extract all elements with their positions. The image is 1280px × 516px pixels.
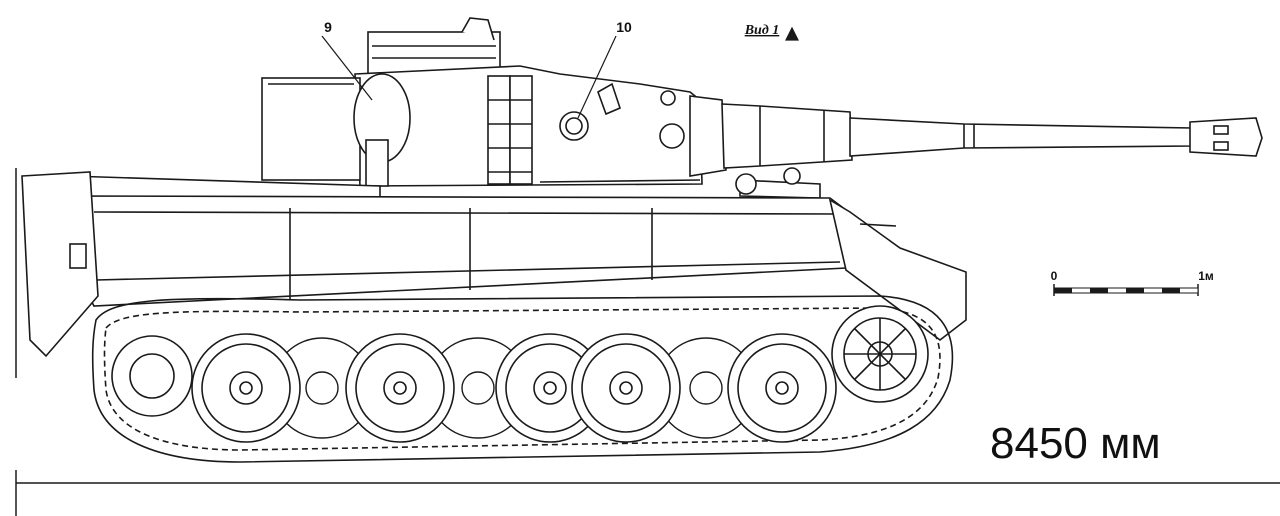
drive-sprocket: [831, 305, 929, 403]
view-label: Вид 1: [744, 23, 780, 38]
main-gun: [689, 95, 1263, 177]
gun-mantlet: [689, 95, 727, 177]
smoke-discharger: [597, 82, 621, 116]
spare-track-links: [487, 75, 533, 185]
outer-road-wheels: [191, 333, 837, 443]
scale-end-label: 1м: [1198, 269, 1214, 283]
frame-lines: [15, 168, 1280, 516]
scale-start-label: 0: [1051, 269, 1058, 283]
scale-bar: [1053, 284, 1199, 296]
track-outline: [91, 295, 954, 463]
muzzle-brake: [1189, 117, 1263, 157]
hull-rear-plate: [21, 171, 99, 358]
cupola-hatch: [461, 17, 495, 41]
callout-9: 9: [324, 19, 332, 35]
view-arrow-icon: [785, 26, 799, 41]
gun-recoil-sleeve: [721, 103, 853, 169]
idler-wheel: [111, 335, 193, 417]
callout-leaders: [321, 35, 617, 119]
callout-10: 10: [616, 19, 632, 35]
stowage-bin: [261, 77, 361, 181]
hull-front: [828, 198, 967, 342]
track: [91, 295, 954, 463]
gun-barrel: [849, 117, 1193, 157]
turret: [261, 17, 703, 187]
overall-length: 8450 мм: [990, 419, 1161, 468]
hull: [21, 167, 967, 358]
